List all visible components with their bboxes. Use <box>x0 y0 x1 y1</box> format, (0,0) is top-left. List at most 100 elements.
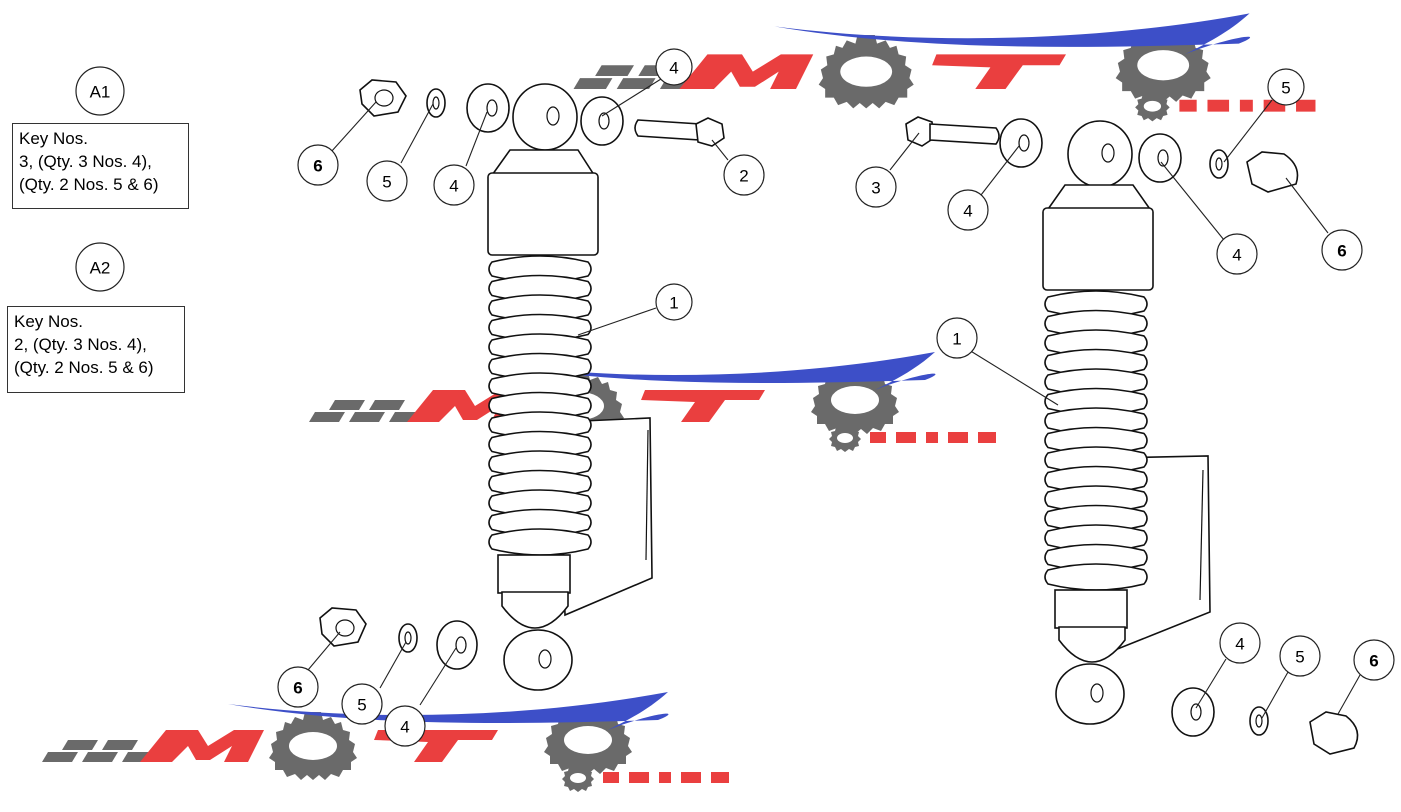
callout-circle <box>1353 639 1395 681</box>
callout-number: 4 <box>963 202 972 221</box>
callout-number: 6 <box>1337 242 1346 261</box>
callout-4: 4 <box>947 189 989 231</box>
callout-number: 6 <box>1369 652 1378 671</box>
callout-5: 5 <box>1267 68 1305 106</box>
spring-coil <box>1044 309 1148 338</box>
spring-coil <box>488 294 592 322</box>
spring-coil <box>1044 543 1148 572</box>
spring-coil <box>1044 329 1148 357</box>
callout-circle <box>855 166 897 208</box>
callout-5: 5 <box>341 683 383 725</box>
spring-coil <box>1044 426 1148 455</box>
callout-circle <box>655 48 693 86</box>
spring-coil <box>1044 407 1148 435</box>
callout-circle <box>1219 622 1261 664</box>
key-line: Key Nos. <box>19 129 88 148</box>
callout-number: 6 <box>313 157 322 176</box>
callout-number: 1 <box>669 294 678 313</box>
leader-lines <box>307 78 1361 719</box>
callout-circle <box>936 317 978 359</box>
callout-circle <box>366 160 408 202</box>
spring-coil <box>1044 524 1148 552</box>
spring-coil <box>1044 446 1148 474</box>
spring-coil <box>1044 563 1148 591</box>
spring-coil <box>488 372 592 400</box>
callout-number: 4 <box>1232 246 1241 265</box>
key-line: Key Nos. <box>14 312 83 331</box>
key-box-a1: Key Nos. 3, (Qty. 3 Nos. 4), (Qty. 2 Nos… <box>12 123 189 209</box>
assembly-label-text: A2 <box>90 259 111 278</box>
spring-coil <box>1044 504 1148 533</box>
spring-coil <box>488 352 592 381</box>
callout-number: 4 <box>400 718 409 737</box>
key-line: (Qty. 2 Nos. 5 & 6) <box>14 358 154 377</box>
callout-group: 4 6 5 4 2 1 6 5 4 5 3 4 4 6 1 4 5 6 <box>277 48 1395 747</box>
callout-5: 5 <box>1279 635 1321 677</box>
key-line: 2, (Qty. 3 Nos. 4), <box>14 335 147 354</box>
callout-circle <box>723 154 765 196</box>
watermark-bottom <box>42 692 729 792</box>
callout-3: 3 <box>855 166 897 208</box>
callout-1: 1 <box>936 317 978 359</box>
spring-coil <box>488 450 592 478</box>
spring-coil <box>488 489 592 517</box>
callout-4: 4 <box>384 705 426 747</box>
spring-coil <box>488 528 592 556</box>
spring-coil <box>1044 465 1148 494</box>
right-shock-absorber <box>1042 120 1211 725</box>
right-spring <box>1044 290 1148 591</box>
spring-coil <box>1044 485 1148 513</box>
callout-2: 2 <box>723 154 765 196</box>
callout-circle <box>384 705 426 747</box>
callout-circle <box>1267 68 1305 106</box>
spring-coil <box>488 274 592 303</box>
callout-4: 4 <box>1219 622 1261 664</box>
callout-6: 6 <box>297 144 339 186</box>
callout-circle <box>947 189 989 231</box>
callout-number: 4 <box>669 59 678 78</box>
callout-number: 5 <box>1295 648 1304 667</box>
assembly-label-text: A1 <box>90 83 111 102</box>
spring-coil <box>488 333 592 361</box>
callout-6: 6 <box>1321 229 1363 271</box>
callout-6: 6 <box>277 666 319 708</box>
callout-circle <box>1321 229 1363 271</box>
callout-number: 2 <box>739 167 748 186</box>
callout-number: 6 <box>293 679 302 698</box>
spring-coil <box>488 313 592 342</box>
callout-6: 6 <box>1353 639 1395 681</box>
callout-number: 5 <box>357 696 366 715</box>
callout-4: 4 <box>655 48 693 86</box>
callout-circle <box>297 144 339 186</box>
key-line: 3, (Qty. 3 Nos. 4), <box>19 152 152 171</box>
callout-number: 1 <box>952 330 961 349</box>
key-line: (Qty. 2 Nos. 5 & 6) <box>19 175 159 194</box>
spring-coil <box>488 255 592 283</box>
spring-coil <box>488 469 592 498</box>
callout-4: 4 <box>1216 233 1258 275</box>
callout-circle <box>433 164 475 206</box>
spring-coil <box>488 508 592 537</box>
callout-circle <box>655 283 693 321</box>
spring-coil <box>1044 290 1148 318</box>
spring-coil <box>1044 368 1148 396</box>
spring-coil <box>488 430 592 459</box>
callout-number: 4 <box>1235 635 1244 654</box>
watermark-middle <box>309 352 996 452</box>
assembly-label-a2: A2 <box>75 242 125 292</box>
key-box-a2: Key Nos. 2, (Qty. 3 Nos. 4), (Qty. 2 Nos… <box>7 306 185 393</box>
callout-number: 5 <box>382 173 391 192</box>
spring-coil <box>488 411 592 439</box>
callout-number: 3 <box>871 179 880 198</box>
callout-5: 5 <box>366 160 408 202</box>
spring-coil <box>1044 348 1148 377</box>
callout-circle <box>1216 233 1258 275</box>
callout-number: 4 <box>449 177 458 196</box>
assembly-label-a1: A1 <box>75 66 125 116</box>
left-shock-absorber <box>487 83 653 691</box>
callout-circle <box>341 683 383 725</box>
callout-4: 4 <box>433 164 475 206</box>
callout-circle <box>1279 635 1321 677</box>
